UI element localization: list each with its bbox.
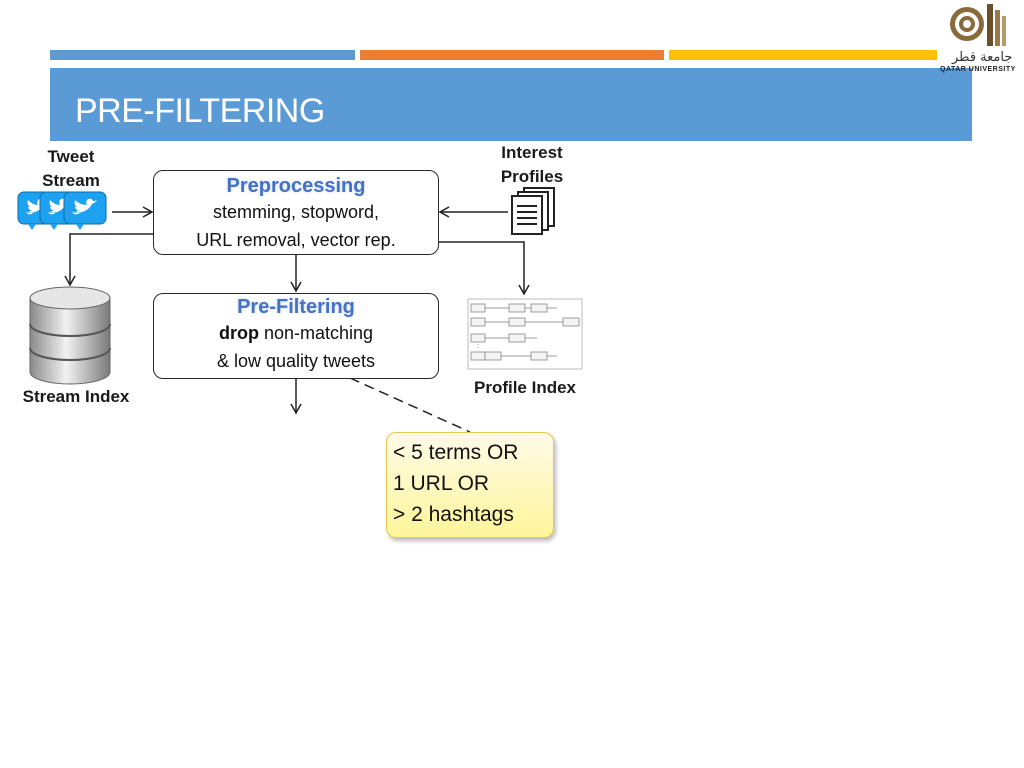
note-callout-line <box>349 377 471 433</box>
prefiltering-line-1-rest: non-matching <box>258 323 374 343</box>
accent-bar-blue <box>50 50 355 60</box>
stream-index-label: Stream Index <box>22 387 130 406</box>
qatar-university-logo <box>950 4 1006 46</box>
preprocessing-box: Preprocessing stemming, stopword, URL re… <box>153 170 439 255</box>
logo-english-text: QATAR UNIVERSITY <box>940 66 1016 73</box>
logo-arabic-text: جامعة قطر <box>952 50 1013 65</box>
accent-bar-orange <box>360 50 664 60</box>
prefiltering-drop-word: drop <box>218 323 259 343</box>
arrow-to-stream-index <box>64 233 154 287</box>
twitter-bird-icons <box>17 191 107 230</box>
preprocessing-title: Preprocessing <box>226 175 366 197</box>
documents-icon <box>511 187 555 235</box>
accent-bar-yellow <box>669 50 937 60</box>
note-line-1: < 5 terms OR <box>393 441 519 464</box>
prefiltering-line-1: drop non-matching <box>154 319 438 347</box>
slide-title: PRE-FILTERING <box>75 92 325 130</box>
preprocessing-line-1: stemming, stopword, <box>212 202 380 222</box>
note-line-3: > 2 hashtags <box>393 503 514 526</box>
profile-index-label: Profile Index <box>473 378 577 397</box>
profile-index-image <box>467 298 583 370</box>
filter-criteria-note: < 5 terms OR 1 URL OR > 2 hashtags <box>386 432 554 538</box>
database-icon <box>29 286 111 385</box>
arrow-to-profile-index <box>438 241 530 296</box>
title-band <box>50 68 972 141</box>
tweet-stream-label: Tweet Stream <box>42 147 100 190</box>
prefiltering-line-2: & low quality tweets <box>216 351 376 371</box>
prefiltering-box: Pre-Filtering drop non-matching & low qu… <box>153 293 439 379</box>
interest-profiles-label: Interest Profiles <box>500 143 564 186</box>
preprocessing-line-2: URL removal, vector rep. <box>196 230 396 250</box>
prefiltering-title: Pre-Filtering <box>237 296 355 318</box>
note-line-2: 1 URL OR <box>393 472 490 495</box>
